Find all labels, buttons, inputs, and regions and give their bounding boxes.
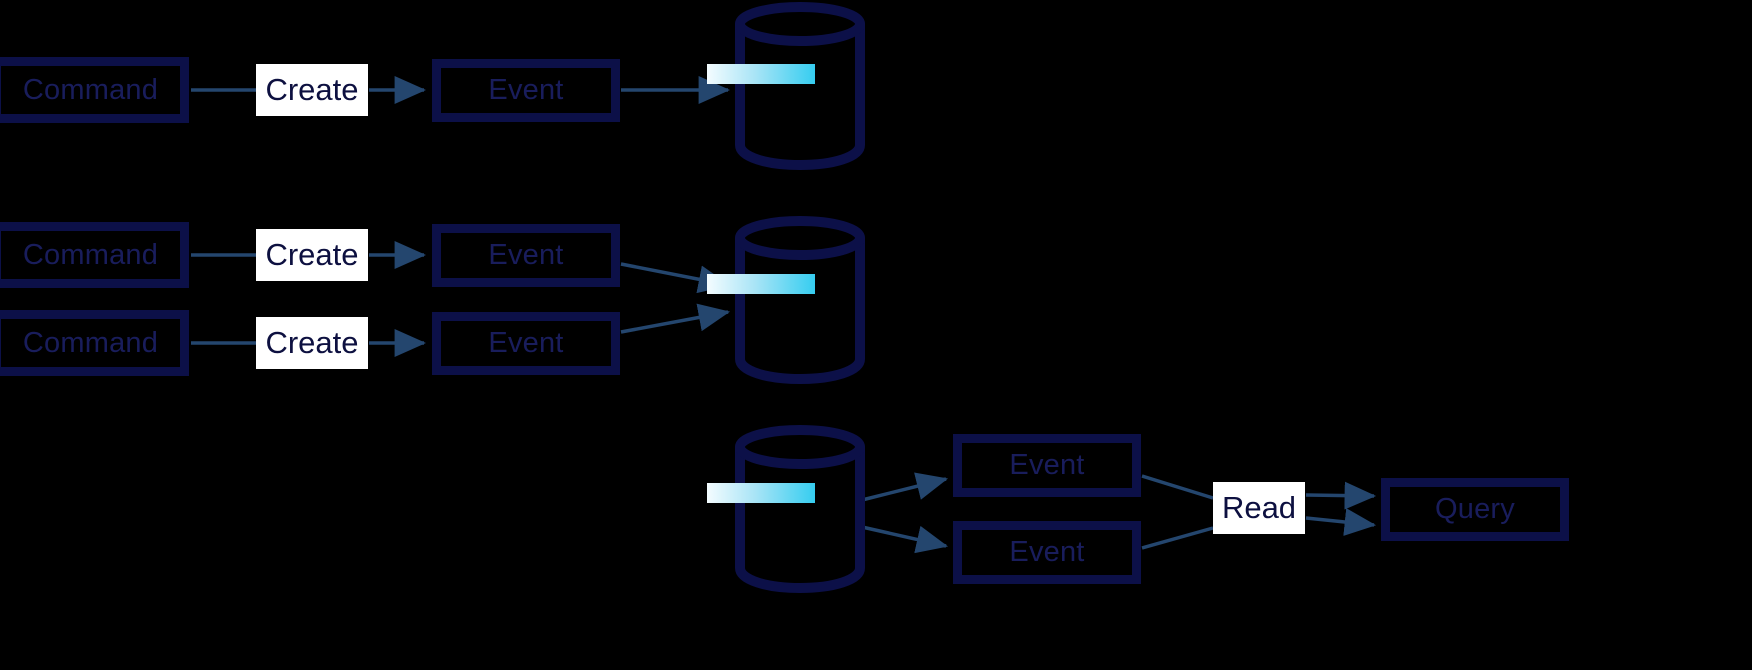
event-node[interactable]: Event	[432, 59, 620, 122]
event-node[interactable]: Event	[953, 521, 1141, 584]
create-edge-label-text: Create	[265, 325, 359, 360]
database-cylinder-icon	[735, 216, 865, 385]
create-edge-label: Create	[256, 64, 368, 116]
command-node-label: Command	[22, 326, 159, 359]
connector-read-query-lower	[1305, 508, 1377, 536]
event-node-label: Event	[488, 327, 564, 359]
datastore-write-bar-1	[707, 64, 815, 84]
event-node[interactable]: Event	[432, 312, 620, 375]
query-node[interactable]: Query	[1381, 478, 1569, 541]
connector-read-query-upper	[1305, 481, 1377, 510]
event-node-label: Event	[1009, 536, 1085, 568]
event-node[interactable]: Event	[432, 224, 620, 287]
create-edge-label: Create	[256, 229, 368, 281]
database-cylinder-icon	[735, 2, 865, 171]
event-node-label: Event	[488, 74, 564, 106]
create-edge-label-text: Create	[265, 237, 359, 272]
command-node-label: Command	[22, 238, 159, 271]
connector-event4-read	[1141, 474, 1214, 500]
datastore-read-bar-3	[707, 483, 815, 503]
command-node[interactable]: Command	[0, 57, 189, 123]
create-edge-label: Create	[256, 317, 368, 369]
create-edge-label-text: Create	[265, 72, 359, 107]
command-node-label: Command	[22, 73, 159, 106]
command-node[interactable]: Command	[0, 310, 189, 376]
command-node[interactable]: Command	[0, 222, 189, 288]
event-node-label: Event	[1009, 449, 1085, 481]
connector-event5-read	[1141, 526, 1214, 550]
database-cylinder-icon	[735, 425, 865, 594]
connector-datastore3-event5	[861, 525, 949, 554]
read-edge-label-text: Read	[1221, 490, 1297, 525]
connector-datastore3-event4	[861, 472, 949, 502]
datastore-write-bar-2	[707, 274, 815, 294]
read-edge-label: Read	[1213, 482, 1305, 534]
query-node-label: Query	[1435, 493, 1515, 525]
connector-event3-datastore2	[620, 303, 731, 334]
event-node[interactable]: Event	[953, 434, 1141, 497]
event-node-label: Event	[488, 239, 564, 271]
